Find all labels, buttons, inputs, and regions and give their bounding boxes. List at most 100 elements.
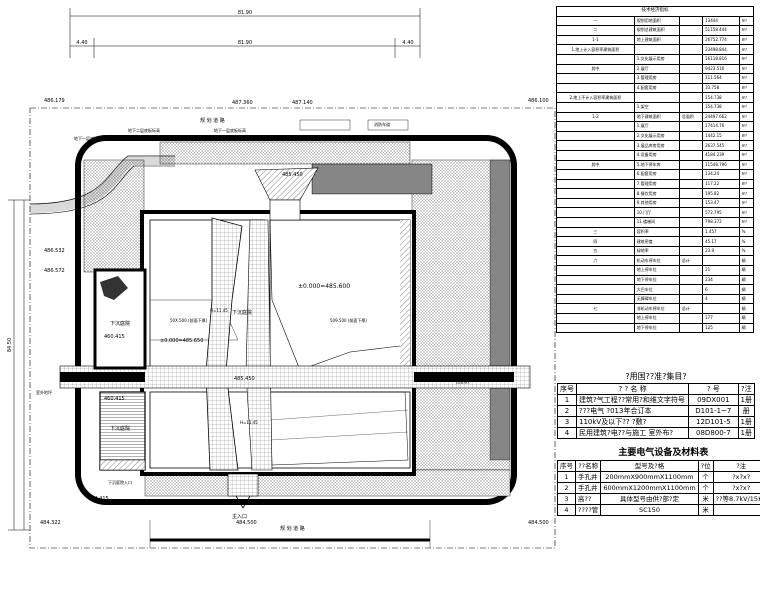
econ-cell: 地下建筑面积	[633, 111, 680, 123]
mat-cell: ?x?x?	[712, 482, 760, 494]
north-dense-strip	[311, 163, 433, 195]
hall-north-hatch	[400, 220, 410, 370]
econ-cell: 地上停车位	[633, 265, 680, 276]
econ-cell	[678, 15, 704, 27]
west-court-label-b: 下沉庭院	[110, 425, 130, 432]
econ-cell: m²	[738, 188, 755, 199]
econ-cell: 辆	[738, 313, 755, 324]
mat-cell: 2	[557, 482, 576, 494]
econ-cell: 四	[556, 236, 635, 247]
nw-curved-road	[29, 155, 175, 213]
econ-cell	[678, 25, 704, 36]
econ-cell	[678, 284, 704, 295]
econ-cell: m²	[738, 159, 755, 171]
econ-cell: 45.17	[702, 236, 740, 247]
elev-se: 484.500	[528, 520, 549, 526]
econ-cell: 798.372	[702, 217, 740, 228]
econ-cell	[556, 265, 635, 276]
mat-cell: ??等8.7kV/15KV	[712, 493, 760, 505]
econ-cell	[678, 169, 704, 180]
econ-cell	[556, 284, 635, 295]
ramp-slope: i=6.97	[456, 380, 470, 385]
econ-cell	[678, 121, 704, 132]
econ-cell: 234	[702, 274, 740, 286]
econ-cell	[556, 197, 635, 209]
econ-cell: m²	[738, 15, 755, 27]
econ-cell	[678, 188, 704, 199]
dim-total-inner: 81.90	[238, 40, 252, 46]
ref-cell: 民用建筑?电??与施工 室外布?	[575, 427, 690, 439]
econ-cell: 辆	[738, 274, 755, 286]
bottom-road-label: 规 划 道 路	[280, 525, 305, 532]
mat-cell: 米	[697, 493, 714, 505]
mat-cell: 米	[697, 504, 714, 516]
econ-cell: 125	[702, 322, 740, 334]
dim-left-seg: 4.40	[76, 40, 87, 46]
econ-cell: m²	[738, 53, 755, 65]
ref-cell: 2	[557, 405, 577, 417]
econ-cell: 21	[702, 265, 740, 276]
south-entrance	[227, 473, 259, 497]
econ-cell: 5.地下停车库	[633, 159, 680, 171]
econ-cell: m²	[738, 149, 755, 161]
econ-cell: 建筑密度	[633, 236, 680, 247]
econ-cell	[678, 217, 704, 228]
mat-header-no: 序号	[557, 460, 576, 472]
mat-cell: ????管	[574, 504, 602, 516]
econ-cell: 11.楼梯间	[633, 217, 680, 228]
econ-cell: 1-1	[556, 34, 635, 46]
econ-cell: 8.餐饮用房	[633, 188, 680, 199]
hs-right: H=11.45	[240, 420, 258, 425]
ref-cell: 3	[557, 416, 577, 428]
econ-cell: 11548.796	[702, 159, 740, 171]
elev-left-c: 484.415	[88, 496, 109, 502]
mat-cell: 4	[557, 504, 576, 516]
econ-cell: 154.738	[702, 92, 740, 103]
econ-cell	[556, 82, 635, 94]
mat-cell: 200mmX900mmX1100mm	[600, 471, 699, 483]
west-court-label-a: 下沉庭院	[110, 320, 130, 327]
econ-cell: 其中	[556, 159, 635, 171]
econ-cell: 总计	[678, 255, 704, 267]
econ-cell	[556, 293, 635, 305]
econ-cell: 机动车停车位	[633, 255, 680, 267]
callout-5: 室外地坪	[36, 389, 52, 395]
econ-row: 六机动车停车位总计辆	[556, 255, 755, 267]
econ-cell: 111.564	[702, 73, 740, 84]
econ-cell	[678, 226, 704, 238]
elev-sw: 484.322	[40, 520, 61, 526]
econ-cell: m²	[738, 207, 755, 219]
econ-cell: 辆	[738, 284, 755, 295]
mat-cell: 个	[697, 482, 714, 494]
econ-cell: 1.架空	[633, 101, 680, 113]
econ-cell: 6	[702, 284, 740, 295]
ramp-elev-bot: 484.500	[236, 520, 257, 526]
hall-south	[269, 391, 411, 469]
econ-cell	[678, 63, 704, 75]
ref-cell: 08D800-7	[688, 427, 739, 439]
econ-cell: m²	[738, 217, 755, 228]
mat-cell	[712, 504, 760, 516]
callout-6: 下沉庭院入口	[108, 479, 132, 485]
econ-cell	[702, 303, 740, 314]
mat-cell: 手孔井	[574, 482, 602, 494]
ramp-label: 下沉庭院	[232, 309, 252, 316]
econ-cell: m²	[738, 121, 755, 132]
mat-cell: 3	[557, 493, 576, 505]
